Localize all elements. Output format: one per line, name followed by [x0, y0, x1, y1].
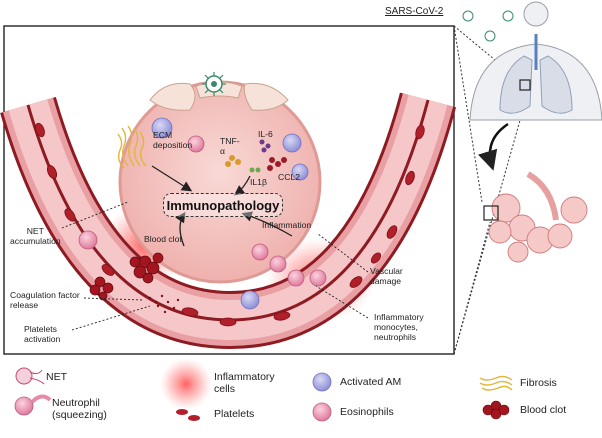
net-accumulation-label: NET accumulation: [10, 226, 61, 246]
tnf-alpha-label: TNF- α: [220, 136, 240, 156]
virus-small-group: [462, 10, 514, 42]
legend-platelets-label: Platelets: [214, 408, 255, 420]
legend-neutrophil-icon: [14, 394, 52, 416]
fibrosis-patch: [117, 125, 147, 169]
coagulation-factor-label: Coagulation factor release: [10, 290, 80, 310]
alveolus: [118, 80, 322, 284]
legend-eosinophils-label: Eosinophils: [340, 406, 394, 418]
inflammatory-monocytes-label: Inflammatory monocytes, neutrophils: [374, 312, 424, 342]
legend-inflammatory-cells-label: Inflammatory cells: [214, 371, 275, 395]
legend-blood-clot-icon: [482, 400, 510, 420]
platelets-activation-label: Platelets activation: [24, 324, 61, 344]
zoom-line-top: [453, 25, 525, 85]
blood-clot-cluster: [89, 252, 164, 301]
platelet-dots: [148, 294, 180, 314]
immunopathology-title: Immunopathology: [163, 193, 283, 217]
legend-neutrophil-label: Neutrophil (squeezing): [52, 397, 107, 421]
legend-blood-clot-label: Blood clot: [520, 404, 567, 416]
legend-net-label: NET: [46, 371, 67, 383]
cytokines: [225, 139, 287, 173]
zoom-arrow: [478, 122, 509, 171]
ccl2-label: CCL2: [278, 172, 300, 182]
legend-activated-am-icon: [312, 372, 332, 392]
inflammation-label: Inflammation: [262, 220, 312, 230]
leader-lines: [61, 201, 369, 331]
il6-label: IL-6: [258, 129, 273, 139]
legend-platelets-icon: [176, 409, 200, 421]
red-blood-cells: [35, 122, 425, 327]
immune-cells: [78, 117, 327, 310]
legend-eosinophils-icon: [312, 402, 332, 422]
legend-net-icon: [15, 367, 45, 385]
zoom-line-bottom: [453, 221, 491, 355]
blood-clot-label: Blood clot: [144, 234, 182, 244]
lungs: [499, 34, 573, 114]
legend-activated-am-label: Activated AM: [340, 376, 402, 388]
sars-cov-2-label: SARS-CoV-2: [385, 6, 444, 17]
virus-particle: [202, 72, 226, 96]
vascular-damage-label: Vascular damage: [370, 266, 403, 286]
il1b-label: IL1β: [250, 177, 267, 187]
ecm-deposition-label: ECM deposition: [153, 130, 193, 150]
alveolar-epithelium: [149, 81, 289, 111]
legend-inflammatory-cells-icon: [160, 358, 212, 410]
legend-fibrosis-icon: [479, 375, 513, 391]
legend-fibrosis-label: Fibrosis: [520, 377, 557, 389]
alveoli-cluster: [483, 171, 588, 263]
